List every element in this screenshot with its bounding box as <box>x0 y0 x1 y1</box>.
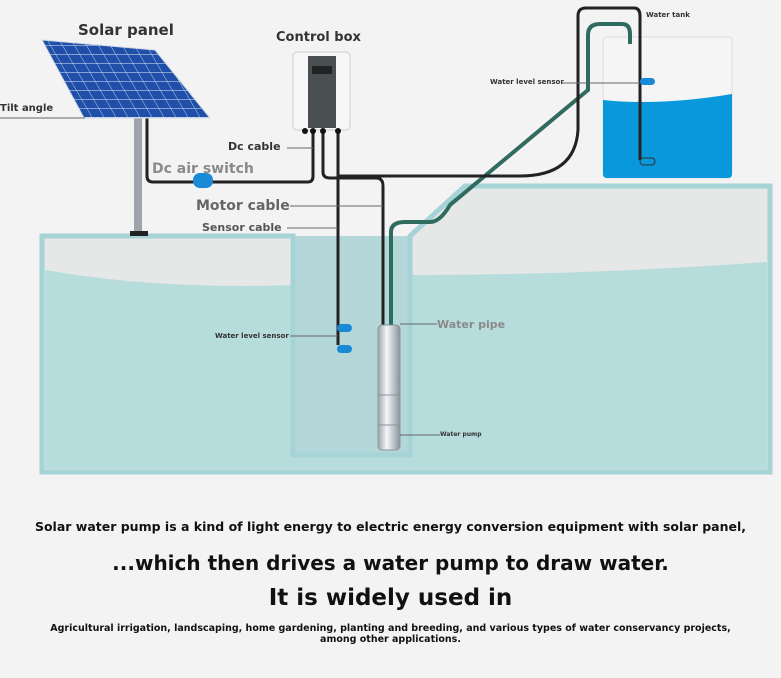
pool-water <box>45 262 767 469</box>
caption-line-4: Agricultural irrigation, landscaping, ho… <box>50 623 731 634</box>
label-dc-air-switch: Dc air switch <box>152 161 254 177</box>
well-sensor-low-icon <box>337 345 352 353</box>
dc-cable <box>145 118 315 184</box>
water-pump-icon <box>377 324 401 451</box>
label-motor-cable: Motor cable <box>196 198 290 214</box>
caption-line-3: It is widely used in <box>268 585 513 611</box>
label-water-pipe: Water pipe <box>437 318 506 331</box>
water-tank <box>602 36 733 179</box>
pool <box>39 183 773 475</box>
control-box-icon <box>292 51 351 134</box>
tank-sensor-high-icon <box>640 78 655 85</box>
label-tank-level-sensor: Water level sensor <box>490 78 564 86</box>
well-sensor-high-icon <box>337 324 352 332</box>
label-control-box: Control box <box>276 30 361 45</box>
label-dc-cable: Dc cable <box>228 140 281 153</box>
label-sensor-cable: Sensor cable <box>202 221 282 234</box>
label-solar-panel: Solar panel <box>78 21 174 39</box>
label-water-pump: Water pump <box>440 431 482 438</box>
label-water-tank: Water tank <box>646 11 690 19</box>
dc-air-switch-icon <box>193 173 213 188</box>
caption-line-2: ...which then drives a water pump to dra… <box>112 551 669 575</box>
motor-cable <box>321 130 385 325</box>
water-pipe <box>389 22 632 325</box>
tank-sensor-low-icon <box>639 157 656 166</box>
label-well-level-sensor: Water level sensor <box>215 332 289 340</box>
caption-line-1: Solar water pump is a kind of light ener… <box>34 519 747 534</box>
label-tilt-angle: Tilt angle <box>0 103 54 114</box>
solar-panel-icon <box>41 39 212 236</box>
tank-cable <box>338 6 642 178</box>
caption-line-5: among other applications. <box>320 634 461 645</box>
